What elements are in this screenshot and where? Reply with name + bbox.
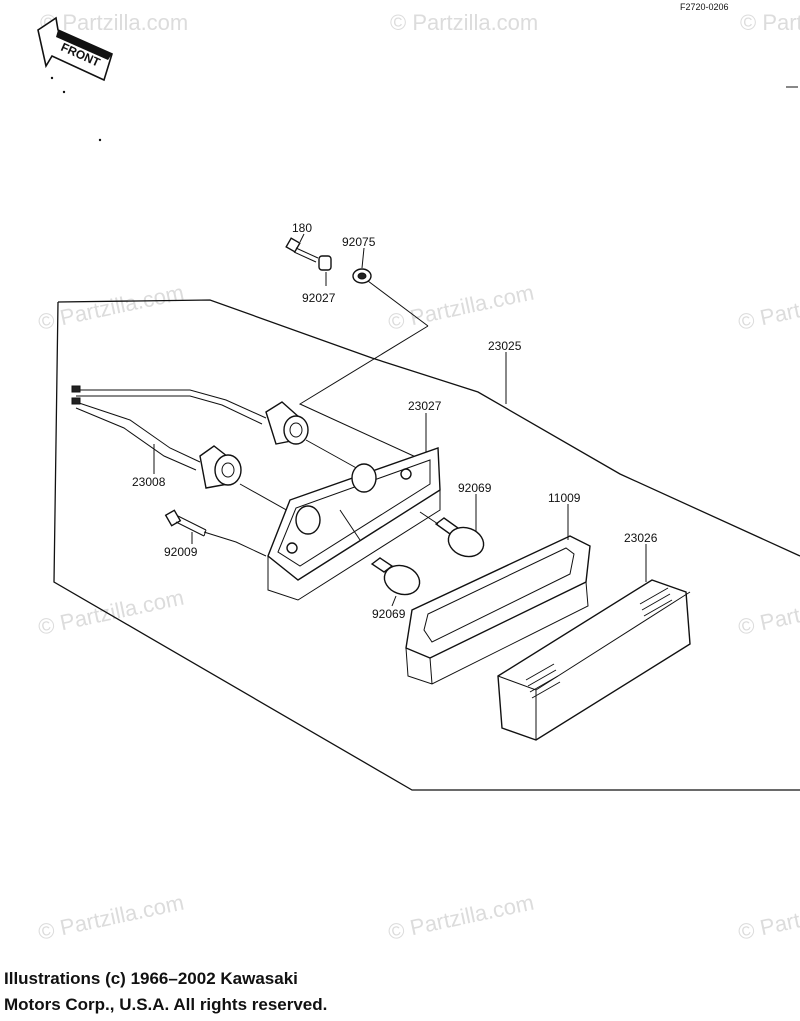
watermark: © Partzilla.com xyxy=(36,585,186,640)
watermark: © Partzilla.com xyxy=(390,10,538,35)
lamp-housing-23027 xyxy=(267,447,441,601)
bulb-92069-lower xyxy=(370,557,421,596)
part-label-23026: 23026 xyxy=(624,531,658,545)
bulb-socket-lower xyxy=(199,445,242,489)
part-label-92009: 92009 xyxy=(164,545,198,559)
lens-texture xyxy=(525,587,673,699)
watermark: © Partzilla.com xyxy=(736,280,800,335)
copyright-notice: Illustrations (c) 1966–2002 Kawasaki Mot… xyxy=(4,966,524,1018)
leader xyxy=(298,325,429,459)
assembly-outline xyxy=(57,299,800,557)
watermark: © Partzilla.com xyxy=(386,890,536,945)
part-label-92069: 92069 xyxy=(372,607,406,621)
front-arrow-icon: FRONT xyxy=(37,16,113,142)
leader xyxy=(203,531,267,557)
leader xyxy=(367,280,429,327)
watermark: © Partzilla.com xyxy=(36,890,186,945)
lens-23026 xyxy=(497,579,691,741)
watermark: © Partzilla.com xyxy=(736,585,800,640)
collar-92027 xyxy=(318,255,332,271)
copyright-line: Illustrations (c) 1966–2002 Kawasaki xyxy=(4,969,298,988)
bolt-92009 xyxy=(164,509,207,537)
bulb-socket-upper xyxy=(265,401,309,445)
bulb-92069-upper xyxy=(434,517,485,558)
label-leaders xyxy=(153,233,647,607)
wiring-harness-23008 xyxy=(71,385,361,513)
part-label-92027: 92027 xyxy=(302,291,336,305)
watermark: © Partzilla.com xyxy=(740,10,800,35)
part-label-23025: 23025 xyxy=(488,339,522,353)
assembly-outline xyxy=(53,301,800,791)
bolt-180 xyxy=(285,237,319,263)
watermark: © Partzilla.com xyxy=(40,10,188,35)
part-label-180: 180 xyxy=(292,221,312,235)
part-label-23027: 23027 xyxy=(408,399,442,413)
copyright-line: Motors Corp., U.S.A. All rights reserved… xyxy=(4,995,328,1014)
leader xyxy=(419,511,439,525)
part-label-11009: 11009 xyxy=(548,491,581,505)
grommet-92075 xyxy=(352,268,372,284)
reference-code: F2720-0206 xyxy=(680,2,729,12)
part-label-23008: 23008 xyxy=(132,475,166,489)
watermark: © Partzilla.com xyxy=(386,280,536,335)
part-label-92075: 92075 xyxy=(342,235,376,249)
watermark: © Partzilla.com xyxy=(736,890,800,945)
part-label-92069: 92069 xyxy=(458,481,492,495)
gasket-11009 xyxy=(405,535,591,685)
